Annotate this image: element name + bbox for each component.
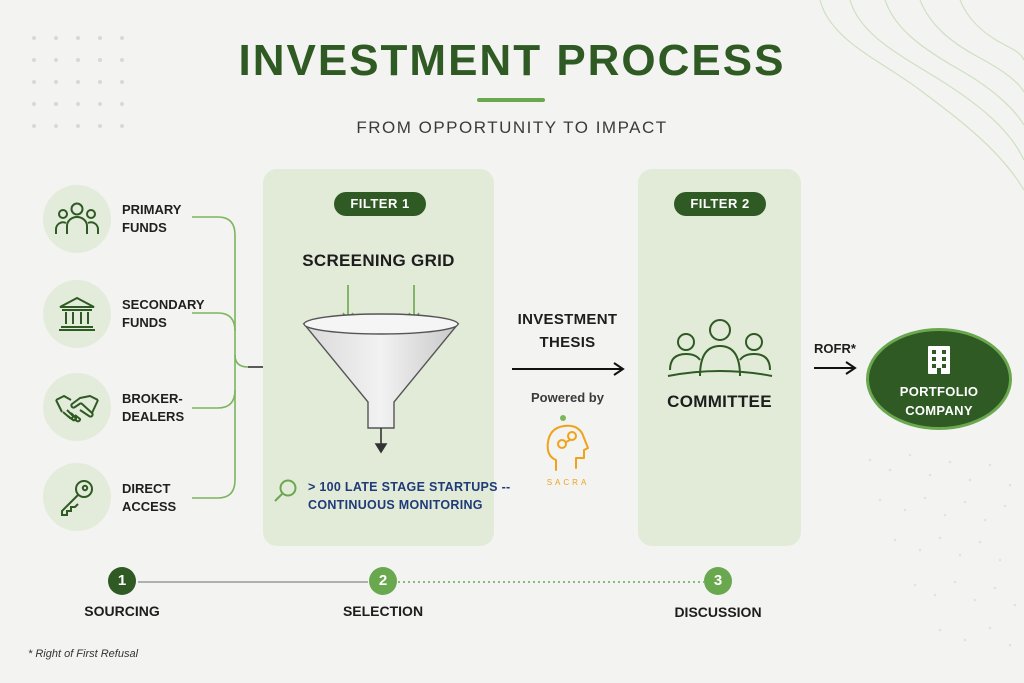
direct-access-icon-circle xyxy=(43,463,111,531)
handshake-icon xyxy=(55,395,99,423)
screening-grid-heading: SCREENING GRID xyxy=(302,251,455,270)
filter2-panel xyxy=(638,169,801,546)
timeline-line xyxy=(138,581,704,583)
powered-by-label: Powered by xyxy=(531,390,604,405)
step-1-label: SOURCING xyxy=(84,603,160,619)
source-label-line2: FUNDS xyxy=(122,220,167,235)
decorative-dot-grid xyxy=(30,34,130,134)
screening-note: > 100 LATE STAGE STARTUPS -- CONTINUOUS … xyxy=(308,478,511,514)
source-label-line1: DIRECT xyxy=(122,481,171,496)
thesis-line2: THESIS xyxy=(539,334,596,351)
rofr-label: ROFR* xyxy=(814,341,856,356)
filter2-pill: FILTER 2 xyxy=(674,192,766,216)
thesis-arrow xyxy=(512,362,625,376)
investment-thesis-label: INVESTMENT THESIS xyxy=(500,308,635,354)
portfolio-line2: COMPANY xyxy=(905,403,973,418)
step-3-badge: 3 xyxy=(704,567,732,595)
portfolio-company-label: PORTFOLIO COMPANY xyxy=(866,382,1012,420)
screening-note-line2: CONTINUOUS MONITORING xyxy=(308,498,483,512)
filter1-pill: FILTER 1 xyxy=(334,192,426,216)
funnel-icon xyxy=(302,285,460,454)
committee-heading: COMMITTEE xyxy=(667,392,772,411)
source-secondary-funds: SECONDARY FUNDS xyxy=(122,296,205,332)
step-2-label: SELECTION xyxy=(342,603,424,619)
source-label-line1: SECONDARY xyxy=(122,297,205,312)
portfolio-line1: PORTFOLIO xyxy=(899,384,979,399)
sacra-logo-icon xyxy=(546,415,589,471)
source-label-line2: ACCESS xyxy=(122,499,177,514)
source-label-line1: BROKER- xyxy=(122,391,183,406)
broker-dealers-icon-circle xyxy=(43,373,111,441)
step-3-label: DISCUSSION xyxy=(674,604,762,620)
dot-grid-pattern xyxy=(32,36,124,128)
people-group-icon xyxy=(55,202,99,234)
source-label-line2: DEALERS xyxy=(122,409,185,424)
sacra-logo-text: SACRA xyxy=(546,478,590,487)
decorative-dot-field xyxy=(868,453,1017,647)
source-label-line1: PRIMARY xyxy=(122,202,182,217)
magnifier-icon xyxy=(274,479,297,502)
step-1-badge: 1 xyxy=(108,567,136,595)
bank-building-icon xyxy=(59,296,95,331)
committee-people-icon xyxy=(667,319,773,377)
primary-funds-icon-circle xyxy=(43,185,111,253)
source-primary-funds: PRIMARY FUNDS xyxy=(122,201,181,237)
title-underline xyxy=(477,98,545,102)
page-title: INVESTMENT PROCESS xyxy=(238,36,786,85)
source-direct-access: DIRECT ACCESS xyxy=(122,480,176,516)
secondary-funds-icon-circle xyxy=(43,280,111,348)
step-2-badge: 2 xyxy=(369,567,397,595)
source-broker-dealers: BROKER- DEALERS xyxy=(122,390,184,426)
decorative-contour-lines xyxy=(819,0,1024,191)
thesis-line1: INVESTMENT xyxy=(517,311,618,328)
portfolio-company-node xyxy=(866,328,1012,430)
page-subtitle: FROM OPPORTUNITY TO IMPACT xyxy=(356,118,668,137)
footnote: * Right of First Refusal xyxy=(28,648,139,660)
source-label-line2: FUNDS xyxy=(122,315,167,330)
key-icon xyxy=(61,480,93,516)
office-building-icon xyxy=(928,346,950,374)
rofr-arrow xyxy=(814,361,857,375)
screening-note-line1: > 100 LATE STAGE STARTUPS -- xyxy=(308,480,511,494)
